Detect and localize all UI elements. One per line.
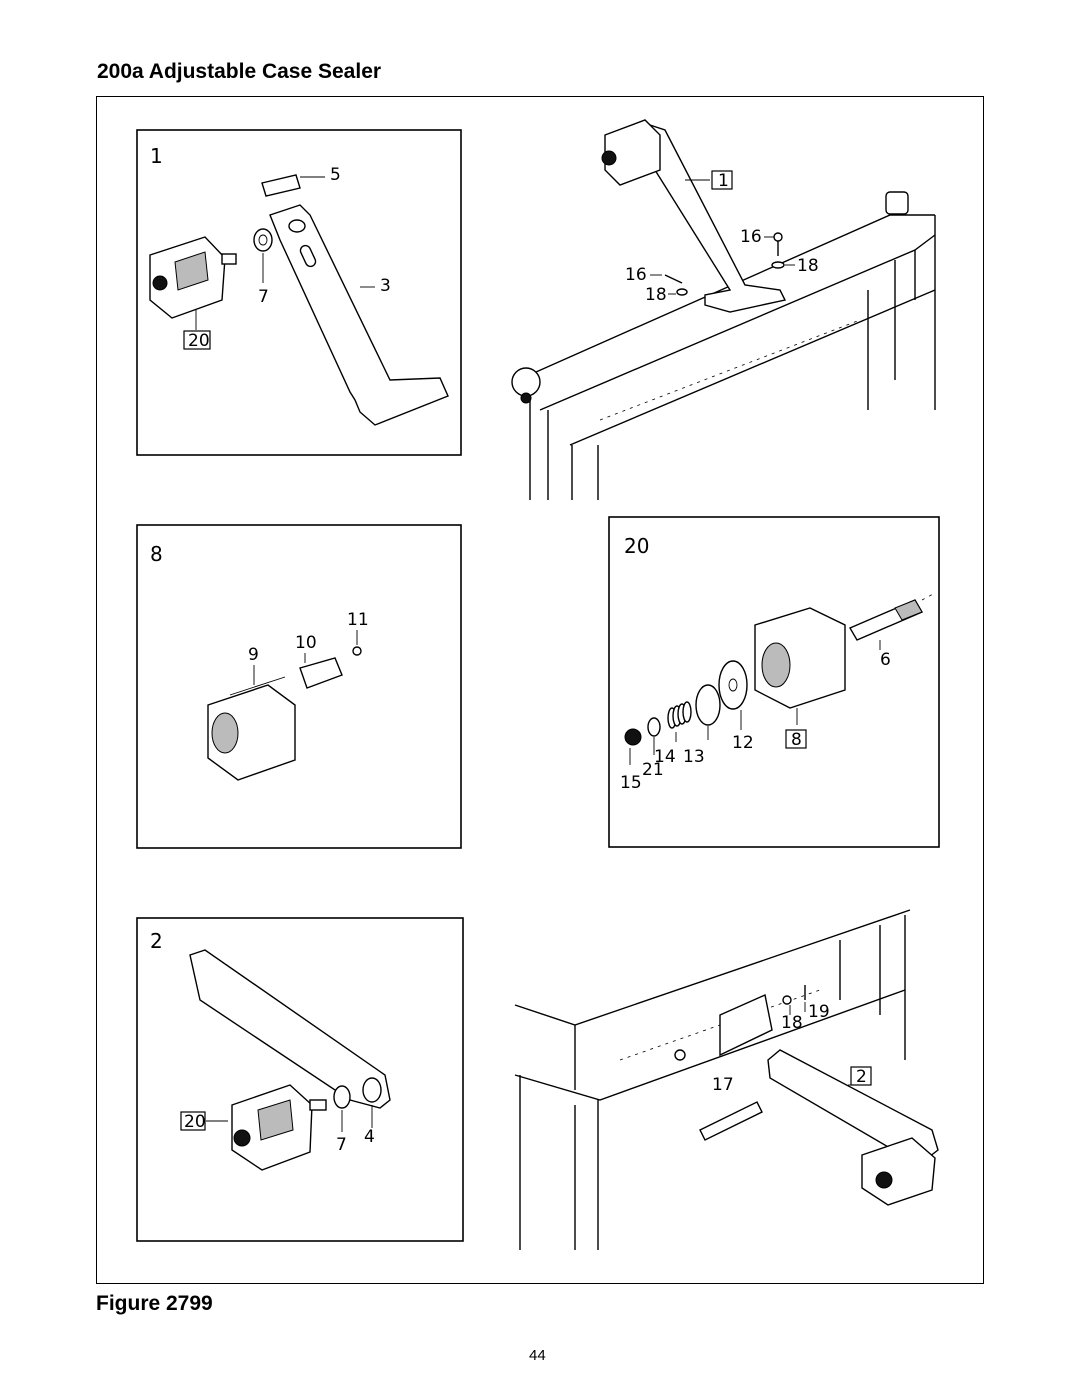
page-number: 44 [529, 1347, 546, 1364]
callout-10: 10 [295, 633, 317, 653]
panel-20-number: 20 [624, 534, 649, 558]
lower-arm [189, 949, 391, 1109]
callout-16b: 16 [625, 265, 647, 285]
page-title: 200a Adjustable Case Sealer [97, 60, 382, 83]
callout-20: 20 [188, 331, 210, 351]
arm-slot [299, 244, 317, 268]
upper-arm [649, 123, 787, 313]
callout-11: 11 [347, 610, 369, 630]
frame-bottom-assembly: 19 18 17 2 [514, 909, 939, 1250]
callout-8-ref: 8 [791, 730, 802, 750]
callout-7: 7 [258, 287, 269, 307]
spring [667, 701, 692, 729]
washer-7 [333, 1085, 351, 1109]
frame-top-assembly: 1 16 18 16 18 [511, 119, 936, 500]
callout-18b: 18 [645, 285, 667, 305]
mount-bracket [719, 994, 773, 1057]
panel-8: 8 11 10 9 [136, 524, 462, 849]
washer-13 [695, 684, 721, 726]
callout-7b: 7 [336, 1135, 347, 1155]
callout-18c: 18 [781, 1013, 803, 1033]
figure-frame [96, 96, 984, 1284]
roller-unit-frame [861, 1137, 936, 1206]
roller-shaft [221, 253, 237, 265]
hook-eye [511, 367, 541, 397]
large-washer [718, 660, 748, 710]
arm-hole [288, 219, 306, 233]
callout-19: 19 [808, 1002, 830, 1022]
callout-9: 9 [248, 645, 259, 665]
cover-plate [299, 657, 343, 689]
callout-17: 17 [712, 1075, 734, 1095]
callout-4: 4 [364, 1127, 375, 1147]
post-cap [885, 191, 909, 215]
callout-13: 13 [683, 747, 705, 767]
callout-5: 5 [330, 165, 341, 185]
cap-part [261, 174, 301, 197]
figure-caption: Figure 2799 [96, 1292, 213, 1315]
panel-1-number: 1 [150, 144, 163, 168]
callout-14: 14 [654, 747, 676, 767]
roller-housing [207, 684, 296, 781]
housing-bore [211, 712, 239, 754]
callout-1-ref: 1 [718, 171, 729, 191]
callout-3: 3 [380, 276, 391, 296]
washer [253, 228, 273, 252]
pin [699, 1101, 763, 1141]
washer-21 [647, 717, 661, 737]
panel-2-number: 2 [150, 929, 163, 953]
roller-nut [152, 275, 168, 291]
callout-2-ref: 2 [856, 1067, 867, 1087]
callout-18a: 18 [797, 256, 819, 276]
upper-roller [604, 119, 661, 186]
callout-6: 6 [880, 650, 891, 670]
callout-20b: 20 [184, 1112, 206, 1132]
callout-12: 12 [732, 733, 754, 753]
panel-8-number: 8 [150, 542, 163, 566]
callout-15: 15 [620, 773, 642, 793]
panel-2: 2 7 4 20 [136, 917, 464, 1242]
callout-16a: 16 [740, 227, 762, 247]
screw [352, 646, 362, 656]
panel-20: 20 6 8 12 13 14 21 [608, 516, 940, 848]
callout-21: 21 [642, 760, 664, 780]
panel-1: 1 5 3 7 20 [136, 129, 462, 456]
arm-bracket [269, 204, 449, 426]
nut-15 [624, 728, 642, 746]
